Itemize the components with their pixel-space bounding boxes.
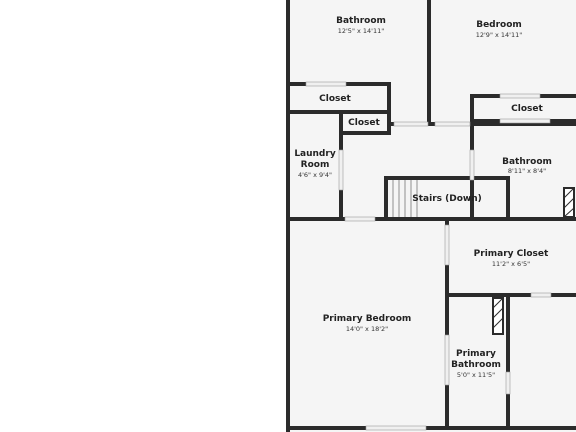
- primary-closet-name: Primary Closet: [474, 249, 549, 259]
- closet-right-name: Closet: [511, 104, 543, 114]
- openings: [305, 81, 552, 431]
- laundry-dimensions: 4'6" x 9'4": [298, 171, 332, 179]
- primary-bathroom-dimensions: 5'0" x 11'5": [457, 371, 495, 379]
- primary-closet-dimensions: 11'2" x 6'5": [492, 260, 530, 268]
- primary-bedroom-name: Primary Bedroom: [323, 314, 412, 324]
- stairs-name: Stairs (Down): [412, 194, 481, 204]
- laundry-name-line1: Laundry: [294, 149, 336, 159]
- bathroom-right-dimensions: 8'11" x 8'4": [508, 167, 546, 175]
- laundry-name-line2: Room: [301, 160, 330, 170]
- bedroom-dimensions: 12'9" x 14'11": [476, 31, 522, 39]
- primary-bathroom-name-line1: Primary: [456, 349, 496, 359]
- stairs-treads: [392, 180, 418, 217]
- bedroom-name: Bedroom: [476, 20, 522, 30]
- bathroom-upper-name: Bathroom: [336, 16, 386, 26]
- closet-left-name: Closet: [319, 94, 351, 104]
- closet-small-name: Closet: [348, 118, 380, 128]
- floor-area: [287, 0, 576, 432]
- bathroom-right-name: Bathroom: [502, 157, 552, 167]
- primary-bathroom-name-line2: Bathroom: [451, 360, 501, 370]
- primary-bedroom-dimensions: 14'0" x 18'2": [346, 325, 388, 333]
- hatch-blocks: [492, 187, 575, 335]
- bathroom-upper-dimensions: 12'5" x 14'11": [338, 27, 384, 35]
